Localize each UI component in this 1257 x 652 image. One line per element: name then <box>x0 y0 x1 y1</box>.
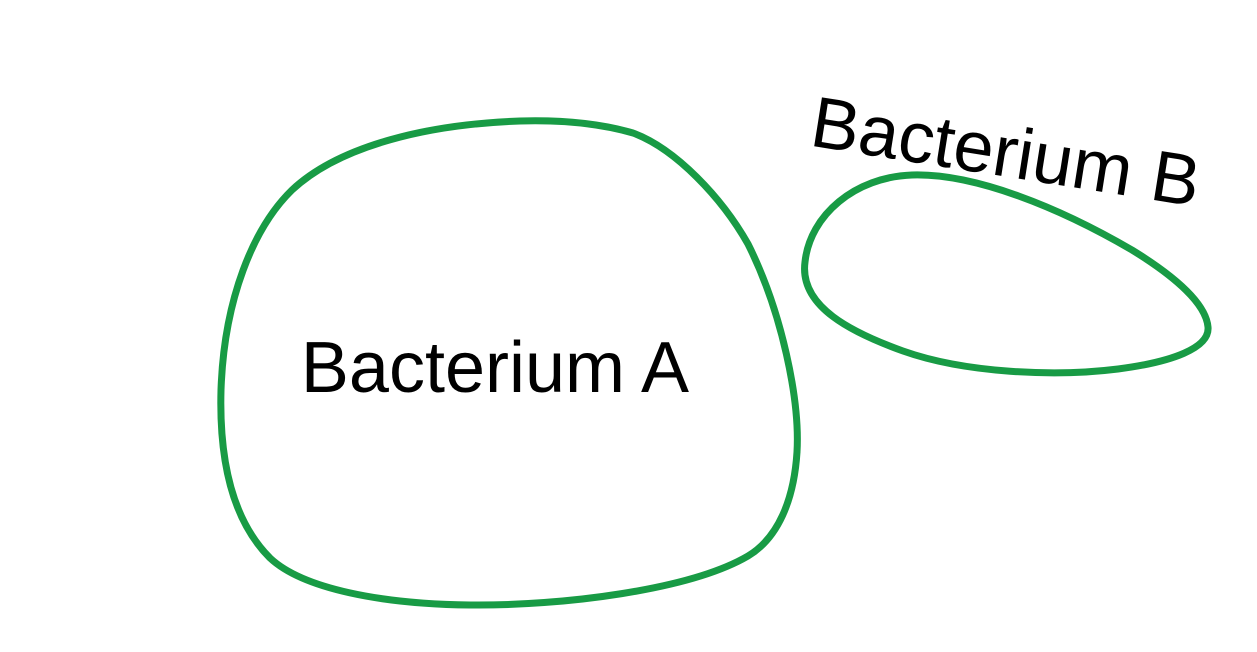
bacterium-a-label: Bacterium A <box>301 328 689 408</box>
bacterium-b-outline <box>801 171 1212 377</box>
bacterium-a-outline <box>217 117 801 609</box>
bacterium-b-label: Bacterium B <box>806 82 1206 222</box>
